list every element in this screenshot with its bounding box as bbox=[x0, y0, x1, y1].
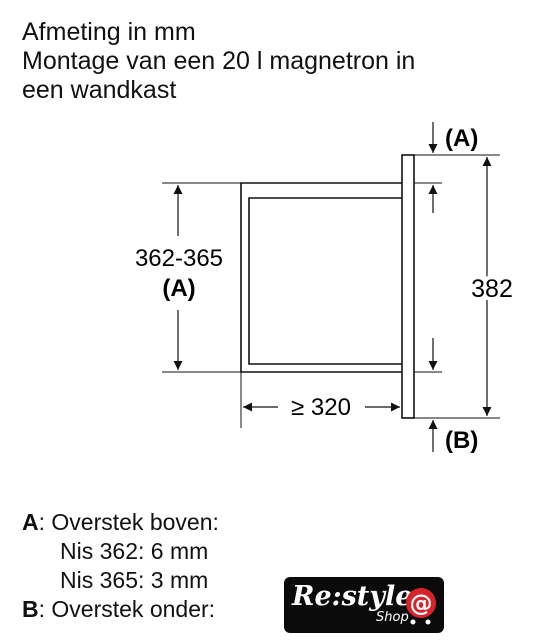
legend-row-a: A: Overstek boven: bbox=[22, 508, 219, 537]
legend-nis-362: Nis 362: 6 mm bbox=[60, 538, 209, 564]
cart-at-icon: @ bbox=[406, 588, 436, 625]
front-panel bbox=[401, 154, 415, 419]
logo-shop-text: Shop bbox=[376, 610, 409, 625]
legend-row-b: B: Overstek onder: bbox=[22, 595, 219, 624]
heading-line-3: een wandkast bbox=[22, 76, 177, 104]
microwave-inner-outline bbox=[248, 197, 402, 365]
legend-text-a: : Overstek boven: bbox=[38, 509, 219, 535]
installation-diagram: (A) (B) 362-365 (A) 382 ≥ 320 bbox=[134, 122, 513, 454]
label-b-bottom: (B) bbox=[445, 427, 478, 454]
legend-nis-365: Nis 365: 3 mm bbox=[60, 567, 209, 593]
total-height-label: 382 bbox=[471, 275, 513, 303]
cabinet-outer-outline bbox=[240, 182, 402, 373]
legend-key-b: B bbox=[22, 596, 39, 622]
legend-text-b: : Overstek onder: bbox=[38, 596, 216, 622]
heading-line-2: Montage van een 20 l magnetron in bbox=[22, 47, 416, 75]
logo-at-symbol: @ bbox=[410, 591, 433, 617]
depth-label: ≥ 320 bbox=[291, 394, 351, 421]
niche-height-label: 362-365 bbox=[135, 245, 223, 272]
legend-key-a: A bbox=[22, 509, 39, 535]
niche-height-ref-label: (A) bbox=[162, 275, 195, 302]
heading-line-1: Afmeting in mm bbox=[22, 18, 196, 46]
heading: Afmeting in mm Montage van een 20 l magn… bbox=[22, 18, 415, 105]
logo-brand-text: Re:style bbox=[292, 581, 413, 612]
legend: A: Overstek boven: Nis 362: 6 mm Nis 365… bbox=[22, 508, 219, 624]
restyle-shop-logo: Re:style Shop @ bbox=[284, 577, 444, 633]
label-a-top: (A) bbox=[445, 125, 478, 152]
